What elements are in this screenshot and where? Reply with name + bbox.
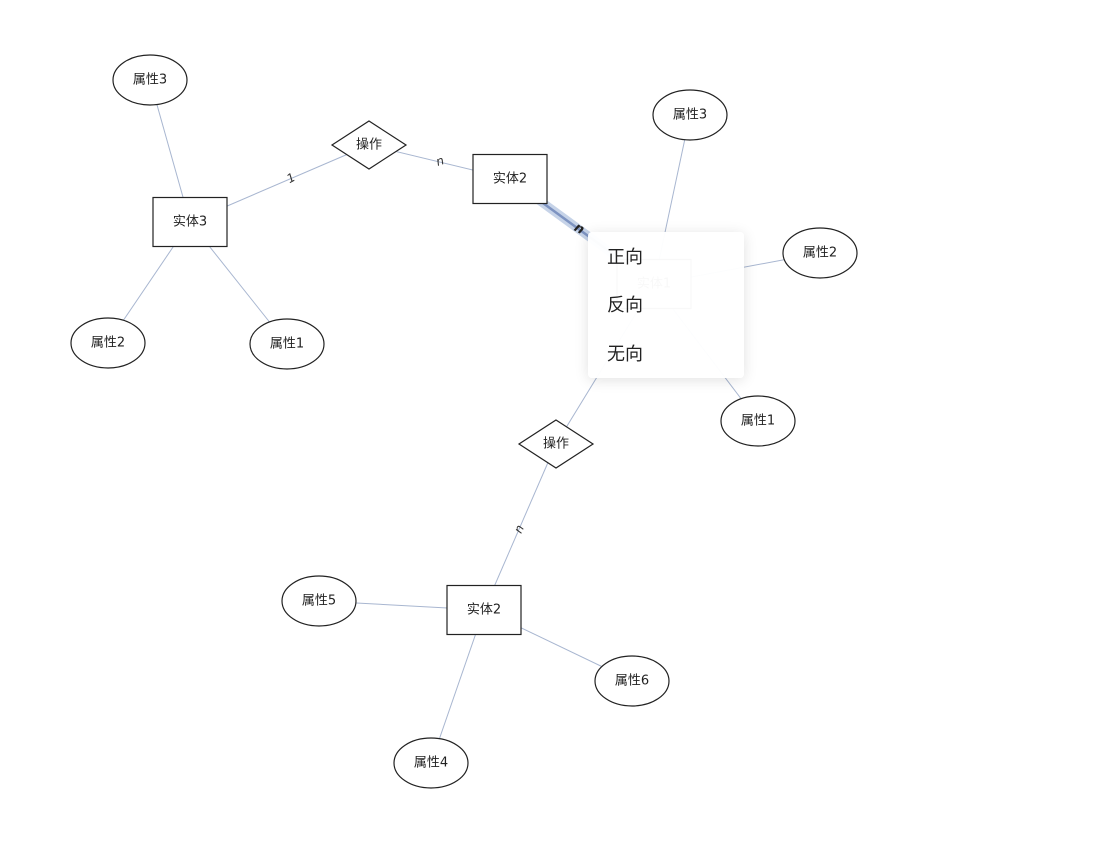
cardinality-label: 1 — [284, 170, 297, 186]
relation-node-r2[interactable]: 操作 — [517, 419, 595, 469]
relation-diamond-shape — [330, 120, 408, 170]
attribute-node-a_e3_2[interactable]: 属性2 — [70, 317, 146, 369]
relation-label: 操作 — [356, 137, 382, 153]
attribute-label: 属性4 — [414, 756, 448, 771]
attribute-ellipse-shape — [720, 395, 796, 447]
entity-rect-shape — [446, 584, 522, 636]
attribute-label: 属性1 — [270, 337, 304, 352]
entity-rect-shape — [152, 196, 228, 248]
attribute-node-a_e1_3[interactable]: 属性3 — [652, 89, 728, 141]
menu-item-reverse[interactable]: 反向 — [607, 295, 643, 316]
attribute-node-a_e2b_6[interactable]: 属性6 — [594, 655, 670, 707]
edges-layer — [107, 79, 821, 764]
cardinality-label: n — [511, 523, 527, 536]
attribute-ellipse-shape — [393, 737, 469, 789]
attribute-label: 属性6 — [615, 674, 649, 689]
entity-node-e2a[interactable]: 实体2 — [472, 153, 548, 205]
entity-node-e3[interactable]: 实体3 — [152, 196, 228, 248]
attribute-ellipse-shape — [652, 89, 728, 141]
attribute-node-a_e3_1[interactable]: 属性1 — [249, 318, 325, 370]
attribute-label: 属性3 — [673, 108, 707, 123]
attribute-label: 属性2 — [91, 336, 125, 351]
menu-item-forward[interactable]: 正向 — [607, 247, 643, 268]
attribute-ellipse-shape — [70, 317, 146, 369]
edge-r2-e2b[interactable] — [483, 443, 557, 611]
cardinality-label: n — [434, 153, 446, 169]
entity-label: 实体2 — [493, 172, 527, 187]
attribute-label: 属性2 — [803, 246, 837, 261]
attribute-ellipse-shape — [112, 54, 188, 106]
entity-label: 实体2 — [467, 603, 501, 618]
attribute-node-a_e2b_4[interactable]: 属性4 — [393, 737, 469, 789]
attribute-ellipse-shape — [594, 655, 670, 707]
attribute-label: 属性1 — [741, 414, 775, 429]
attribute-ellipse-shape — [281, 575, 357, 627]
edge-direction-context-menu: 正向 反向 无向 — [588, 232, 744, 378]
edge-e2b-a_e2b_4[interactable] — [430, 609, 485, 764]
attribute-node-a_e1_2[interactable]: 属性2 — [782, 227, 858, 279]
entity-label: 实体3 — [173, 215, 207, 230]
entity-rect-shape — [472, 153, 548, 205]
attribute-label: 属性5 — [302, 594, 336, 609]
attribute-node-a_e2b_5[interactable]: 属性5 — [281, 575, 357, 627]
menu-item-undirected[interactable]: 无向 — [607, 344, 643, 365]
attribute-ellipse-shape — [249, 318, 325, 370]
attribute-node-a_e3_3[interactable]: 属性3 — [112, 54, 188, 106]
relation-label: 操作 — [543, 436, 569, 452]
attribute-node-a_e1_1[interactable]: 属性1 — [720, 395, 796, 447]
nodes-layer: 实体3实体2实体1实体2操作操作属性3属性2属性1属性3属性2属性1属性5属性6… — [70, 54, 858, 789]
relation-diamond-shape — [517, 419, 595, 469]
attribute-label: 属性3 — [133, 73, 167, 88]
attribute-ellipse-shape — [782, 227, 858, 279]
relation-node-r1[interactable]: 操作 — [330, 120, 408, 170]
entity-node-e2b[interactable]: 实体2 — [446, 584, 522, 636]
